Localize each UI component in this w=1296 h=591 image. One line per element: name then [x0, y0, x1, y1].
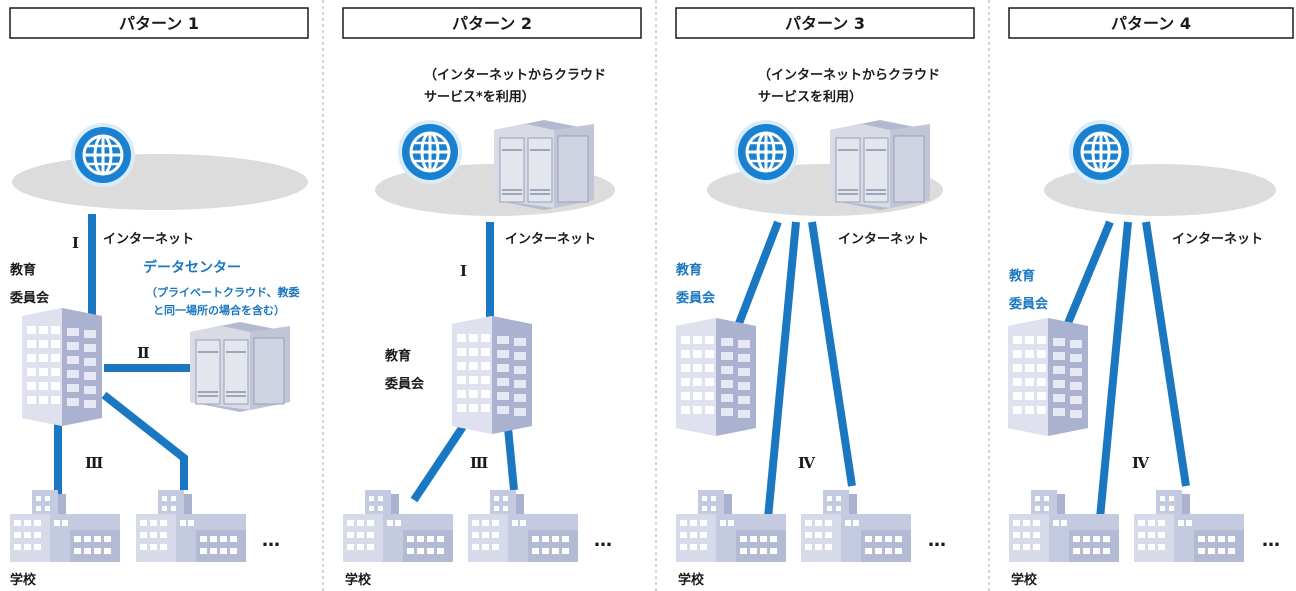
link-IV-label: Ⅳ [1132, 454, 1150, 472]
board-building-icon [676, 318, 756, 436]
internet-label: インターネット [838, 232, 929, 247]
school-building-icon [801, 490, 911, 562]
cloud-server-icon [829, 119, 931, 211]
internet-label: インターネット [103, 232, 194, 247]
pattern-title: パターン 3 [785, 14, 865, 33]
pattern-3-panel: パターン 3 （インターネットからクラウド サービスを利用） インターネット 教… [675, 7, 975, 588]
datacenter-note: （プライベートクラウド、教委 [146, 285, 301, 299]
more-schools-ellipsis: … [262, 530, 280, 551]
link-IV-board [1062, 220, 1114, 330]
link-IV-school-a [1096, 221, 1132, 519]
cloud-note: （インターネットからクラウド [758, 67, 940, 83]
pattern-4-panel: パターン 4 インターネット 教育 委員会 Ⅳ … 学校 [1008, 7, 1294, 588]
cloud-note: （インターネットからクラウド [424, 67, 606, 83]
more-schools-ellipsis: … [594, 530, 612, 551]
board-label: 教育 [1008, 268, 1035, 284]
pattern-1-panel: パターン 1 Ⅰ インターネット 教育 委員会 データセンター （プライベートク… [9, 7, 309, 588]
school-building-icon [136, 490, 246, 562]
pattern-title-box [9, 7, 309, 39]
pattern-title: パターン 1 [119, 14, 199, 33]
board-label: 委員会 [9, 290, 50, 306]
link-III-b [504, 427, 518, 491]
link-IV-board [734, 220, 782, 328]
link-I-label: Ⅰ [72, 234, 79, 252]
school-label: 学校 [678, 572, 705, 588]
server-icon [189, 321, 291, 413]
board-building-icon [452, 316, 532, 434]
school-building-icon [1134, 490, 1244, 562]
globe-icon [1067, 118, 1135, 186]
datacenter-note: と同一場所の場合を含む） [153, 303, 285, 317]
internet-label: インターネット [505, 232, 596, 247]
link-IV-school-b [808, 221, 856, 487]
board-label: 教育 [384, 348, 411, 364]
board-label: 教育 [9, 262, 36, 278]
link-I-label: Ⅰ [460, 262, 467, 280]
board-label: 教育 [675, 262, 702, 278]
more-schools-ellipsis: … [1262, 530, 1280, 551]
pattern-2-panel: パターン 2 （インターネットからクラウド サービス*を利用） インターネット … [342, 7, 642, 588]
board-label: 委員会 [675, 290, 716, 306]
pattern-title-box [342, 7, 642, 39]
school-label: 学校 [345, 572, 372, 588]
school-label: 学校 [1011, 572, 1038, 588]
link-IV-label: Ⅳ [798, 454, 816, 472]
board-label: 委員会 [1008, 296, 1049, 312]
internet-cloud [12, 154, 308, 210]
link-III-label: Ⅲ [85, 454, 103, 472]
pattern-title: パターン 2 [452, 14, 532, 33]
internet-label: インターネット [1172, 232, 1263, 247]
link-III-label: Ⅲ [470, 454, 488, 472]
cloud-server-icon [493, 119, 595, 211]
board-label: 委員会 [384, 376, 425, 392]
globe-icon [69, 121, 137, 189]
pattern-title: パターン 4 [1111, 14, 1191, 33]
school-building-icon [343, 490, 453, 562]
globe-icon [732, 118, 800, 186]
globe-icon [396, 118, 464, 186]
link-III-a [410, 419, 470, 503]
datacenter-title: データセンター [143, 259, 241, 276]
board-building-icon [22, 308, 102, 426]
school-building-icon [10, 490, 120, 562]
school-building-icon [468, 490, 578, 562]
link-II-label: Ⅱ [137, 344, 150, 362]
more-schools-ellipsis: … [928, 530, 946, 551]
link-IV-school-b [1142, 221, 1190, 487]
board-building-icon [1008, 318, 1088, 436]
cloud-note: サービスを利用） [758, 89, 862, 105]
link-IV-school-a [764, 221, 800, 519]
pattern-title-box [675, 7, 975, 39]
link-III-b [101, 391, 188, 490]
school-label: 学校 [10, 572, 37, 588]
pattern-title-box [1008, 7, 1294, 39]
cloud-note: サービス*を利用） [424, 89, 535, 105]
